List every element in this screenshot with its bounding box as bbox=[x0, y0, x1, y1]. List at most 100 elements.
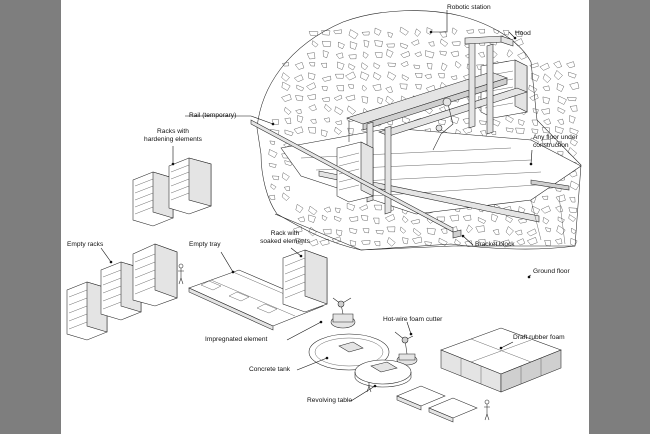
lattice-cell bbox=[360, 71, 370, 81]
lattice-cell bbox=[373, 241, 381, 247]
lattice-cell bbox=[440, 228, 448, 234]
lattice-cell bbox=[360, 62, 369, 71]
lattice-cell bbox=[492, 229, 500, 235]
lattice-cell bbox=[532, 108, 539, 114]
lattice-cell bbox=[348, 216, 359, 222]
lattice-cell bbox=[350, 41, 358, 50]
label-hood: Hood bbox=[515, 30, 531, 37]
lattice-cell bbox=[529, 93, 539, 101]
label-revolving-table: Revolving table bbox=[307, 397, 353, 404]
lattice-cell bbox=[410, 218, 420, 225]
lattice-cell bbox=[555, 194, 566, 203]
lattice-cell bbox=[281, 192, 290, 201]
lattice-cell bbox=[424, 73, 432, 79]
lattice-cell bbox=[293, 74, 304, 83]
lattice-cell bbox=[415, 83, 422, 90]
lattice-cell bbox=[284, 106, 292, 115]
lattice-cell bbox=[514, 31, 523, 37]
lattice-cell bbox=[399, 26, 409, 36]
bracket-block bbox=[452, 229, 462, 239]
lattice-cell bbox=[333, 29, 342, 35]
lattice-cell bbox=[387, 31, 393, 38]
lattice-cell bbox=[281, 172, 290, 181]
trolleys bbox=[396, 385, 478, 423]
lattice-cell bbox=[297, 115, 304, 123]
lattice-cell bbox=[542, 96, 550, 105]
lattice-cell bbox=[361, 240, 371, 245]
lattice-cell bbox=[373, 71, 382, 81]
lattice-cell bbox=[570, 138, 578, 147]
lattice-cell bbox=[268, 194, 276, 201]
lattice-cell bbox=[399, 226, 407, 234]
lattice-cell bbox=[360, 215, 369, 221]
lattice-cell bbox=[363, 39, 370, 48]
lattice-cell bbox=[281, 81, 291, 91]
lattice-cell bbox=[541, 195, 549, 200]
lattice-cell bbox=[374, 52, 383, 58]
lattice-cell bbox=[321, 40, 332, 48]
label-robotic-station: Robotic station bbox=[447, 4, 491, 11]
lattice-cell bbox=[319, 238, 330, 246]
lattice-cell bbox=[441, 62, 448, 72]
lattice-cell bbox=[362, 51, 369, 59]
lattice-cell bbox=[346, 202, 356, 211]
lattice-cell bbox=[569, 115, 576, 124]
label-ground-floor: Ground floor bbox=[533, 268, 570, 275]
lattice-cell bbox=[490, 131, 497, 135]
lattice-cell bbox=[440, 38, 449, 47]
lattice-cell bbox=[306, 82, 317, 91]
lattice-cell bbox=[331, 236, 342, 244]
lattice-cell bbox=[306, 52, 316, 60]
lattice-cell bbox=[557, 95, 567, 105]
lattice-cell bbox=[402, 237, 409, 245]
lattice-cell bbox=[513, 38, 524, 47]
label-rail-temporary: Rail (temporary) bbox=[189, 112, 237, 119]
lattice-cell bbox=[412, 236, 423, 244]
draft-rubber-foam bbox=[440, 327, 562, 393]
lattice-cell bbox=[307, 127, 316, 134]
lattice-cell bbox=[373, 204, 382, 211]
lattice-cell bbox=[399, 83, 408, 90]
lattice-cell bbox=[281, 72, 290, 82]
lattice-cell bbox=[450, 115, 460, 124]
lattice-cell bbox=[542, 73, 552, 83]
lattice-cell bbox=[424, 241, 432, 246]
lattice-cell bbox=[346, 105, 357, 115]
floor-edge-beam bbox=[318, 170, 540, 223]
lattice-cell bbox=[557, 106, 566, 114]
lattice-cell bbox=[477, 28, 485, 34]
lattice-cell bbox=[386, 49, 394, 58]
label-empty-tray: Empty tray bbox=[189, 241, 221, 248]
lattice-cell bbox=[505, 215, 513, 223]
hot-wire-foam-cutter bbox=[394, 331, 418, 366]
lattice-cell bbox=[334, 126, 342, 135]
lattice-cell bbox=[296, 84, 305, 92]
lattice-cell bbox=[335, 73, 344, 79]
lattice-cell bbox=[555, 205, 564, 213]
lattice-cell bbox=[526, 228, 537, 237]
lattice-cell bbox=[568, 214, 576, 222]
lattice-cell bbox=[566, 61, 575, 69]
lattice-cell bbox=[372, 83, 382, 91]
lattice-cell bbox=[414, 28, 422, 37]
lattice-cell bbox=[336, 85, 344, 92]
lattice-cell bbox=[568, 170, 578, 178]
lattice-cell bbox=[320, 62, 327, 68]
lattice-cell bbox=[517, 51, 527, 60]
lattice-cell bbox=[466, 29, 474, 34]
lattice-cell bbox=[348, 63, 356, 71]
lattice-cell bbox=[540, 205, 551, 214]
lattice-cell bbox=[491, 213, 499, 223]
lattice-cell bbox=[569, 105, 578, 112]
lattice-cell bbox=[323, 206, 332, 213]
lattice-cell bbox=[335, 229, 343, 237]
lattice-cell bbox=[345, 94, 356, 102]
lattice-cell bbox=[335, 52, 344, 59]
diagram-canvas: Robotic station Hood Rail (temporary) Ra… bbox=[61, 0, 589, 434]
lattice-cell bbox=[541, 108, 550, 115]
lattice-cell bbox=[283, 186, 291, 191]
lattice-cell bbox=[322, 50, 329, 59]
lattice-cell bbox=[284, 129, 294, 137]
lattice-cell bbox=[531, 128, 539, 134]
